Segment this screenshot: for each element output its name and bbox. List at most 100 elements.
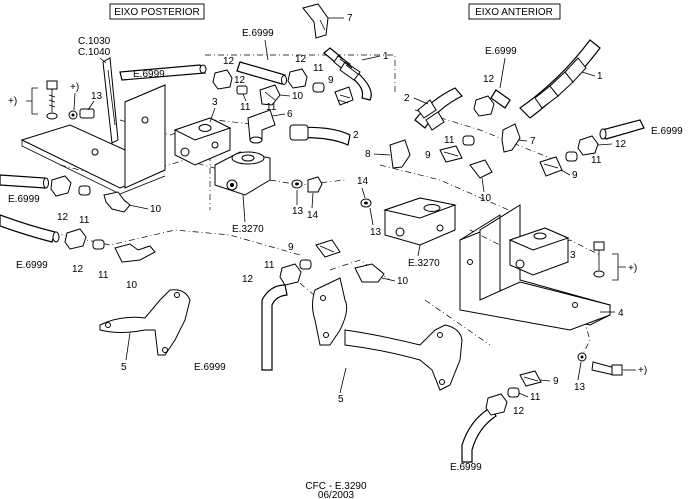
callout-12-front-a: 12 (483, 74, 495, 85)
callout-11-rear-f: 11 (264, 260, 275, 271)
callout-9-front-c: 9 (553, 376, 559, 387)
callout-plus-rear-b: +) (70, 82, 79, 93)
rear-hose-2: 2 (289, 124, 359, 146)
rear-bolt-bracket-mark: +) (8, 87, 38, 115)
front-hose-1: 1 (519, 39, 603, 119)
rear-short-tube (236, 61, 287, 85)
middle-bracket-5: 5 (312, 277, 463, 405)
callout-4-front: 4 (618, 308, 624, 319)
rear-washer-13: 13 +) (68, 82, 103, 120)
callout-7-rear: 7 (347, 13, 353, 24)
callout-e6999-g: E.6999 (651, 126, 683, 137)
front-valve-body: E.3270 (383, 197, 457, 269)
rear-upper-fittings: 12 12 12 11 10 11 9 11 (212, 54, 354, 113)
callout-10-rear-c: 10 (126, 280, 138, 291)
callout-11-rear-c: 11 (266, 102, 277, 113)
callout-12-rear-e: 12 (72, 264, 84, 275)
callout-11-front-c: 11 (530, 392, 541, 403)
rear-left-fittings-b: 12 11 10 (64, 228, 156, 291)
front-valve-3: 3 (508, 227, 576, 276)
callout-9-front-a: 9 (425, 150, 431, 161)
callout-9-front-b: 9 (572, 170, 578, 181)
front-washer-nut-13-14: 14 13 (357, 176, 382, 238)
header-front-axle: EIXO ANTERIOR (468, 3, 561, 20)
front-nut-12-a: 12 (473, 74, 495, 117)
front-lower-fittings: 12 11 9 (485, 370, 559, 417)
front-elbow-8: 8 (365, 139, 411, 169)
hose-clip: C.1030 C.1040 (78, 36, 119, 144)
callout-14-rear-mid: 14 (307, 210, 319, 221)
header-front-axle-label: EIXO ANTERIOR (475, 7, 553, 18)
rear-filter-housing: E.3270 (214, 151, 271, 235)
callout-e6999-a: E.6999 (133, 69, 165, 80)
rear-hose-top: E.6999 (119, 64, 207, 81)
rear-bolt (46, 80, 58, 120)
front-bolt: +) (593, 241, 637, 281)
callout-12-rear-a: 12 (223, 56, 235, 67)
rear-hose-1: 1 (323, 47, 389, 101)
callout-2-front: 2 (404, 93, 410, 104)
callout-1-front: 1 (597, 71, 603, 82)
callout-13-rear-mid: 13 (292, 206, 304, 217)
front-lower-bolt: 13 +) (574, 352, 647, 393)
rear-left-fittings-a: 12 11 10 (50, 175, 162, 226)
callout-e3270-front: E.3270 (408, 258, 440, 269)
callout-2-rear: 2 (353, 130, 359, 141)
header-rear-axle-label: EIXO POSTERIOR (114, 7, 200, 18)
callout-e6999-h: E.6999 (450, 462, 482, 473)
rear-left-hose-b: E.6999 (0, 214, 60, 271)
rear-washer-nut-13-14: 13 14 (291, 176, 323, 221)
callout-e6999-e: E.6999 (194, 362, 226, 373)
callout-5-middle: 5 (338, 394, 344, 405)
clip-code-1040: C.1040 (78, 47, 111, 58)
callout-1-rear: 1 (383, 51, 389, 62)
callout-12-rear-b: 12 (295, 54, 307, 65)
rear-elbow-6: 6 (247, 109, 293, 144)
callout-e6999-d: E.6999 (16, 260, 48, 271)
callout-12-front-c: 12 (513, 406, 525, 417)
clip-code-1030: C.1030 (78, 36, 111, 47)
callout-10-rear-d: 10 (397, 276, 409, 287)
callout-7-front: 7 (530, 136, 536, 147)
front-short-tube-right: E.6999 (599, 119, 683, 140)
callout-11-front-a: 11 (444, 135, 455, 146)
callout-e6999-f: E.6999 (485, 46, 517, 57)
callout-12-front-b: 12 (615, 139, 627, 150)
callout-11-rear-d: 11 (79, 215, 90, 226)
rear-bolt-label: +) (8, 96, 17, 107)
callout-10-rear-a: 10 (292, 91, 304, 102)
front-hose-2: 2 (404, 87, 463, 131)
rear-elbow-7: 7 (302, 3, 353, 39)
callout-10-front-a: 10 (480, 193, 492, 204)
callout-8-front: 8 (365, 149, 371, 160)
front-mid-fittings: 11 9 10 (425, 135, 493, 204)
callout-11-rear-a: 11 (240, 102, 251, 113)
rear-lower-fittings: 9 11 12 10 (242, 239, 409, 287)
front-right-fittings: 12 11 9 (539, 135, 627, 181)
front-lower-bolt-label: +) (638, 365, 647, 376)
callout-3-front: 3 (570, 250, 576, 261)
front-lower-hose: E.6999 (450, 407, 497, 473)
callout-14-front: 14 (357, 176, 369, 187)
rear-bracket-5: 5 (99, 289, 191, 373)
callout-9-rear-b: 9 (288, 242, 294, 253)
callout-6-rear: 6 (287, 109, 293, 120)
callout-13-front-lower: 13 (574, 382, 586, 393)
front-elbow-7: 7 (501, 123, 536, 153)
callout-e6999-c: E.6999 (8, 194, 40, 205)
footer-code: CFC - E.3290 (305, 481, 367, 492)
callout-12-rear-f: 12 (242, 274, 254, 285)
callout-e3270-rear: E.3270 (232, 224, 264, 235)
callout-9-rear-a: 9 (328, 75, 334, 86)
callout-3-rear: 3 (212, 97, 218, 108)
rear-valve-body: 3 (173, 97, 232, 166)
footer-date: 06/2003 (318, 490, 355, 499)
callout-5-rear: 5 (121, 362, 127, 373)
front-short-tube-top: E.6999 (485, 46, 517, 109)
header-rear-axle: EIXO POSTERIOR (109, 3, 205, 20)
callout-13-front: 13 (370, 227, 382, 238)
callout-e6999-b: E.6999 (242, 28, 274, 39)
rear-left-hose-a: E.6999 (0, 174, 49, 205)
callout-11-rear-b: 11 (313, 63, 324, 74)
